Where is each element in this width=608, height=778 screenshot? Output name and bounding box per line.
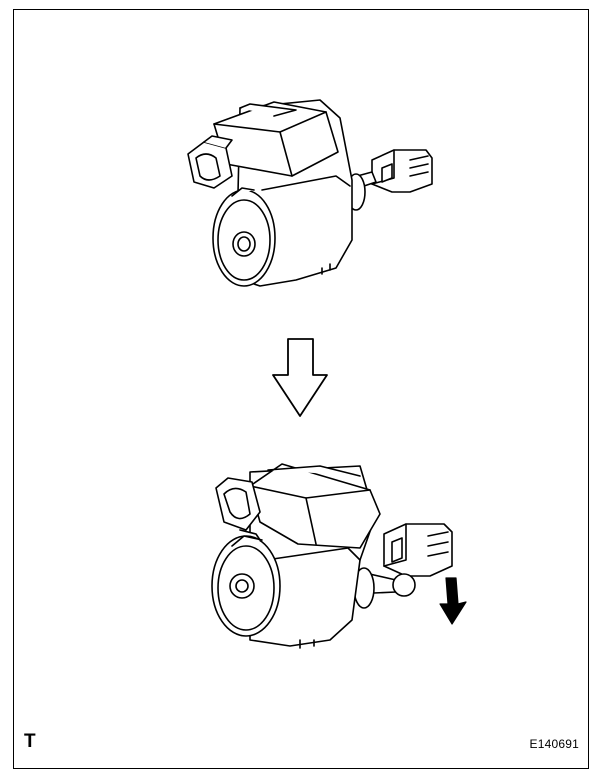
pull-down-arrow-icon bbox=[439, 577, 467, 625]
diagram-frame bbox=[13, 9, 589, 769]
view-code-label: T bbox=[24, 731, 36, 752]
step-down-arrow-icon bbox=[272, 338, 328, 417]
actuator-after bbox=[211, 463, 453, 649]
figure-code: E140691 bbox=[529, 737, 579, 751]
actuator-before bbox=[187, 99, 433, 287]
